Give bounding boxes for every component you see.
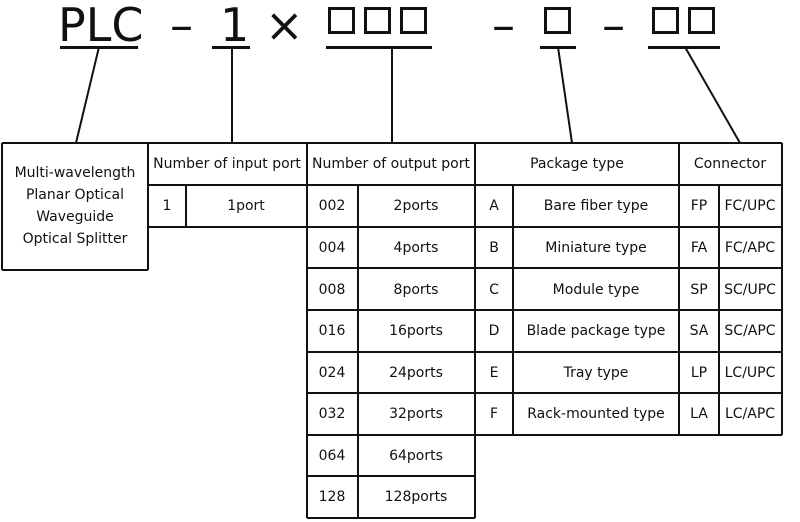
package-placeholder-box — [544, 7, 571, 34]
output-port-header: Number of output port — [312, 156, 470, 172]
output-code: 002 — [318, 198, 346, 214]
description-line-3: Waveguide — [36, 209, 114, 225]
connector-label: LC/UPC — [724, 365, 776, 381]
output-code: 032 — [318, 406, 346, 422]
leader-prefix — [75, 46, 100, 144]
output-placeholder-box-1 — [328, 7, 355, 34]
connector-label: SC/APC — [724, 323, 776, 339]
package-label: Miniature type — [545, 240, 647, 256]
connector-code: SA — [689, 323, 709, 339]
connector-label: SC/UPC — [724, 282, 776, 298]
connector-code: SP — [690, 282, 708, 298]
code-times-symbol: × — [265, 0, 304, 52]
output-code: 064 — [318, 448, 346, 464]
package-code: B — [489, 240, 499, 256]
input-port-label: 1port — [227, 198, 265, 214]
code-dash-3: – — [602, 0, 625, 52]
output-placeholder-box-2 — [364, 7, 391, 34]
output-code: 008 — [318, 282, 346, 298]
package-code: A — [489, 198, 499, 214]
connector-underline — [648, 46, 720, 49]
output-underline — [326, 46, 432, 49]
package-label: Bare fiber type — [543, 198, 649, 214]
leader-package — [557, 46, 573, 144]
connector-label: LC/APC — [724, 406, 776, 422]
connector-code: FA — [690, 240, 708, 256]
code-dash-1: – — [170, 0, 193, 52]
input-port-code: 1 — [162, 198, 172, 214]
output-code: 004 — [318, 240, 346, 256]
connector-label: FC/APC — [724, 240, 776, 256]
output-label: 24ports — [389, 365, 443, 381]
package-label: Module type — [552, 282, 640, 298]
output-placeholder-box-3 — [400, 7, 427, 34]
code-dash-2: – — [492, 0, 515, 52]
output-label: 4ports — [393, 240, 439, 256]
connector-code: LP — [690, 365, 708, 381]
output-code: 128 — [318, 489, 346, 505]
package-label: Tray type — [563, 365, 629, 381]
output-label: 64ports — [389, 448, 443, 464]
connector-code: LA — [690, 406, 708, 422]
package-label: Rack-mounted type — [527, 406, 665, 422]
connector-label: FC/UPC — [724, 198, 776, 214]
connector-header: Connector — [693, 156, 767, 172]
package-code: D — [488, 323, 500, 339]
code-input-digit: 1 — [220, 0, 250, 52]
connector-placeholder-box-1 — [652, 7, 679, 34]
connector-code: FP — [690, 198, 708, 214]
description-line-4: Optical Splitter — [22, 231, 128, 247]
package-code: C — [489, 282, 499, 298]
input-port-header: Number of input port — [153, 156, 301, 172]
package-type-header: Package type — [530, 156, 624, 172]
output-label: 32ports — [389, 406, 443, 422]
description-line-1: Multi-wavelength — [14, 165, 136, 181]
code-prefix: PLC — [58, 0, 144, 52]
output-code: 016 — [318, 323, 346, 339]
description-text: Multi-wavelength Planar Optical Waveguid… — [15, 162, 136, 250]
description-line-2: Planar Optical — [25, 187, 125, 203]
package-code: F — [489, 406, 499, 422]
output-label: 16ports — [389, 323, 443, 339]
output-label: 8ports — [393, 282, 439, 298]
output-label: 2ports — [393, 198, 439, 214]
package-label: Blade package type — [526, 323, 666, 339]
package-code: E — [489, 365, 499, 381]
leader-connector — [684, 46, 741, 144]
output-code: 024 — [318, 365, 346, 381]
output-label: 128ports — [384, 489, 448, 505]
connector-placeholder-box-2 — [688, 7, 715, 34]
